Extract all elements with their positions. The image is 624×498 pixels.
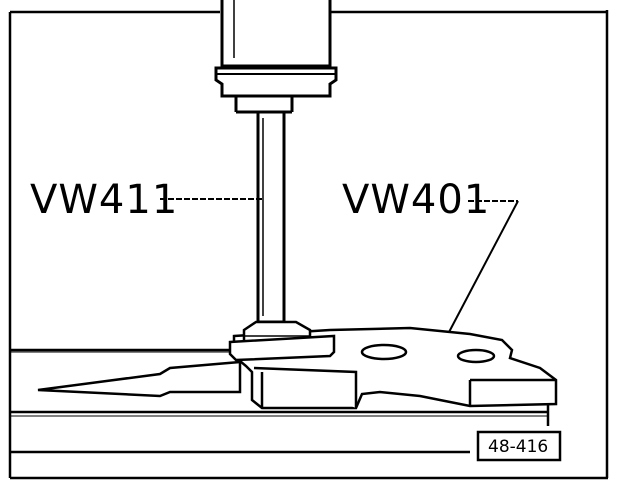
press-foot bbox=[228, 320, 336, 362]
press-rod bbox=[256, 110, 286, 324]
label-vw401: VW401 bbox=[342, 177, 490, 223]
figure-reference-number: 48-416 bbox=[488, 437, 548, 457]
leader-lines bbox=[160, 198, 519, 335]
base-plate bbox=[10, 348, 550, 454]
figure-reference: 48-416 bbox=[476, 430, 562, 462]
tapered-arm bbox=[37, 360, 242, 398]
press-cylinder bbox=[214, 0, 338, 114]
label-vw411: VW411 bbox=[30, 177, 178, 223]
frame-border bbox=[8, 10, 609, 480]
